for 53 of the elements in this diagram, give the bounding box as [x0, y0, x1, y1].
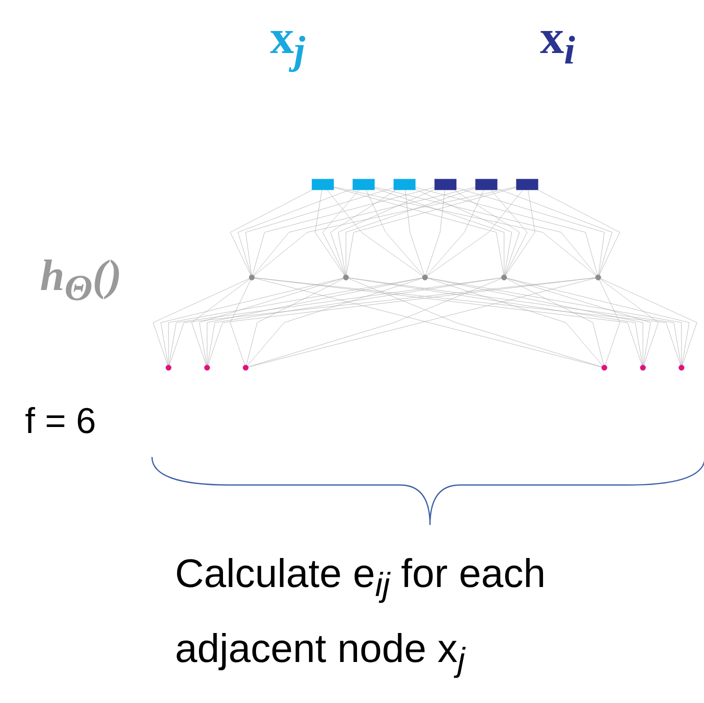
connector	[314, 190, 345, 276]
connector	[206, 278, 423, 366]
connector	[600, 279, 659, 366]
connector	[537, 190, 620, 276]
connector	[426, 190, 484, 276]
connector	[456, 188, 605, 276]
connector	[253, 187, 476, 276]
connector	[415, 187, 598, 276]
connector	[599, 280, 620, 366]
connector	[490, 190, 528, 276]
connector	[326, 190, 423, 276]
connector	[496, 188, 612, 276]
connector	[427, 190, 524, 276]
connector	[374, 188, 504, 276]
feature-count-label: f = 6	[25, 400, 96, 442]
connector	[427, 278, 682, 366]
function-label: h$_{Θ}$()	[40, 250, 122, 309]
connector	[600, 278, 698, 366]
connector	[246, 278, 344, 366]
connector	[247, 278, 423, 366]
connector	[248, 278, 502, 368]
connector	[506, 278, 651, 366]
connector	[160, 278, 344, 366]
connector	[506, 278, 690, 366]
connector	[199, 278, 344, 366]
input-label: x$_{j}$	[270, 10, 306, 74]
connector	[374, 187, 597, 276]
connector	[506, 278, 604, 366]
connector	[245, 188, 394, 276]
connector	[322, 190, 360, 276]
connector	[333, 186, 596, 276]
connector	[238, 188, 354, 276]
connector	[230, 280, 251, 366]
connector	[230, 190, 313, 276]
connector	[426, 190, 446, 276]
connector	[168, 278, 423, 366]
caption-text: Calculate e$_{ij}$ for each adjacent node x$_{j}$	[175, 551, 547, 681]
connector	[338, 189, 435, 276]
connector	[252, 187, 435, 276]
connector	[427, 278, 644, 366]
input-label: x$_{i}$	[540, 10, 576, 74]
connector	[505, 190, 536, 276]
connector	[152, 278, 250, 366]
connector	[427, 278, 603, 366]
connector	[366, 190, 424, 276]
connector	[348, 278, 602, 368]
connector	[330, 190, 396, 276]
connector	[346, 188, 476, 276]
connector	[191, 279, 250, 366]
connector	[415, 189, 512, 276]
connector	[454, 190, 520, 276]
connector	[404, 190, 424, 276]
connector	[254, 186, 517, 276]
